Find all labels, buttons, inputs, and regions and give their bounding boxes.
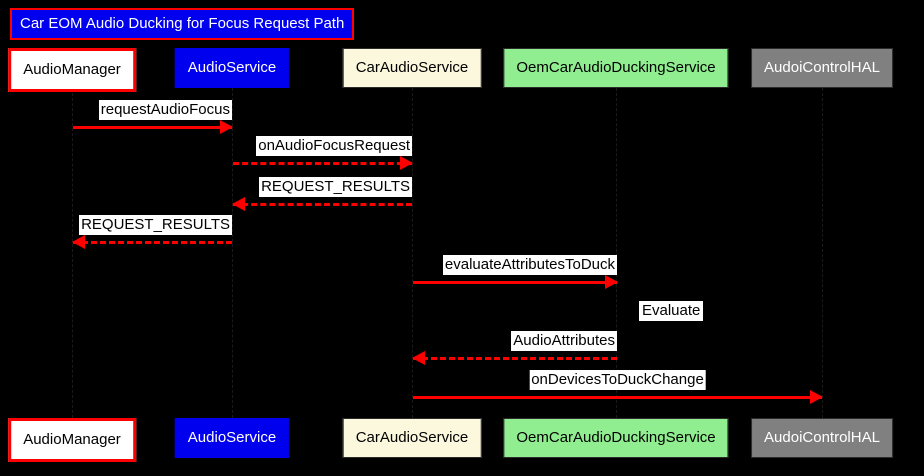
participant-top-audioservice[interactable]: AudioService — [174, 48, 290, 88]
message-line — [413, 281, 617, 284]
participant-top-caraudioservice[interactable]: CarAudioService — [342, 48, 482, 88]
arrowhead-right-icon — [605, 275, 618, 289]
participant-label: CarAudioService — [355, 59, 469, 76]
message-label: onDevicesToDuckChange — [529, 370, 706, 390]
message-label: onAudioFocusRequest — [256, 136, 412, 156]
arrowhead-left-icon — [72, 235, 85, 249]
arrowhead-left-icon — [232, 197, 245, 211]
message-label: AudioAttributes — [511, 331, 617, 351]
participant-bottom-audioservice[interactable]: AudioService — [174, 418, 290, 458]
participant-top-audiomanager[interactable]: AudioManager — [8, 48, 136, 92]
participant-top-audoicontrolhal[interactable]: AudoiControlHAL — [751, 48, 893, 88]
participant-label: OemCarAudioDuckingService — [516, 429, 716, 446]
participant-label: AudioService — [187, 429, 277, 446]
message-line — [233, 162, 412, 165]
participant-label: AudioManager — [23, 431, 121, 448]
lifeline-caraudioservice — [412, 88, 414, 418]
message-label: requestAudioFocus — [98, 100, 232, 120]
participant-label: AudioService — [187, 59, 277, 76]
message-line — [73, 241, 232, 244]
message-line — [413, 357, 617, 360]
lifeline-audoicontrolhal — [822, 88, 824, 418]
message-label: REQUEST_RESULTS — [259, 177, 412, 197]
message-line — [233, 203, 412, 206]
message-label: REQUEST_RESULTS — [79, 215, 232, 235]
message-line — [73, 126, 232, 129]
lifeline-oemcaraudioduckingservice — [616, 88, 618, 418]
participant-label: OemCarAudioDuckingService — [516, 59, 716, 76]
participant-bottom-audoicontrolhal[interactable]: AudoiControlHAL — [751, 418, 893, 458]
arrowhead-right-icon — [810, 390, 823, 404]
participant-label: CarAudioService — [355, 429, 469, 446]
lifeline-audioservice — [232, 88, 234, 418]
message-line — [413, 396, 822, 399]
participant-bottom-caraudioservice[interactable]: CarAudioService — [342, 418, 482, 458]
participant-bottom-oemcaraudioduckingservice[interactable]: OemCarAudioDuckingService — [503, 418, 729, 458]
lifeline-audiomanager — [72, 88, 74, 418]
arrowhead-right-icon — [220, 120, 233, 134]
note-evaluate: Evaluate — [639, 301, 704, 321]
diagram-title: Car EOM Audio Ducking for Focus Request … — [10, 8, 355, 40]
participant-label: AudoiControlHAL — [764, 59, 880, 76]
participant-top-oemcaraudioduckingservice[interactable]: OemCarAudioDuckingService — [503, 48, 729, 88]
arrowhead-left-icon — [412, 351, 425, 365]
arrowhead-right-icon — [400, 156, 413, 170]
participant-label: AudoiControlHAL — [764, 429, 880, 446]
participant-label: AudioManager — [23, 61, 121, 78]
message-label: evaluateAttributesToDuck — [442, 255, 617, 275]
participant-bottom-audiomanager[interactable]: AudioManager — [8, 418, 136, 462]
